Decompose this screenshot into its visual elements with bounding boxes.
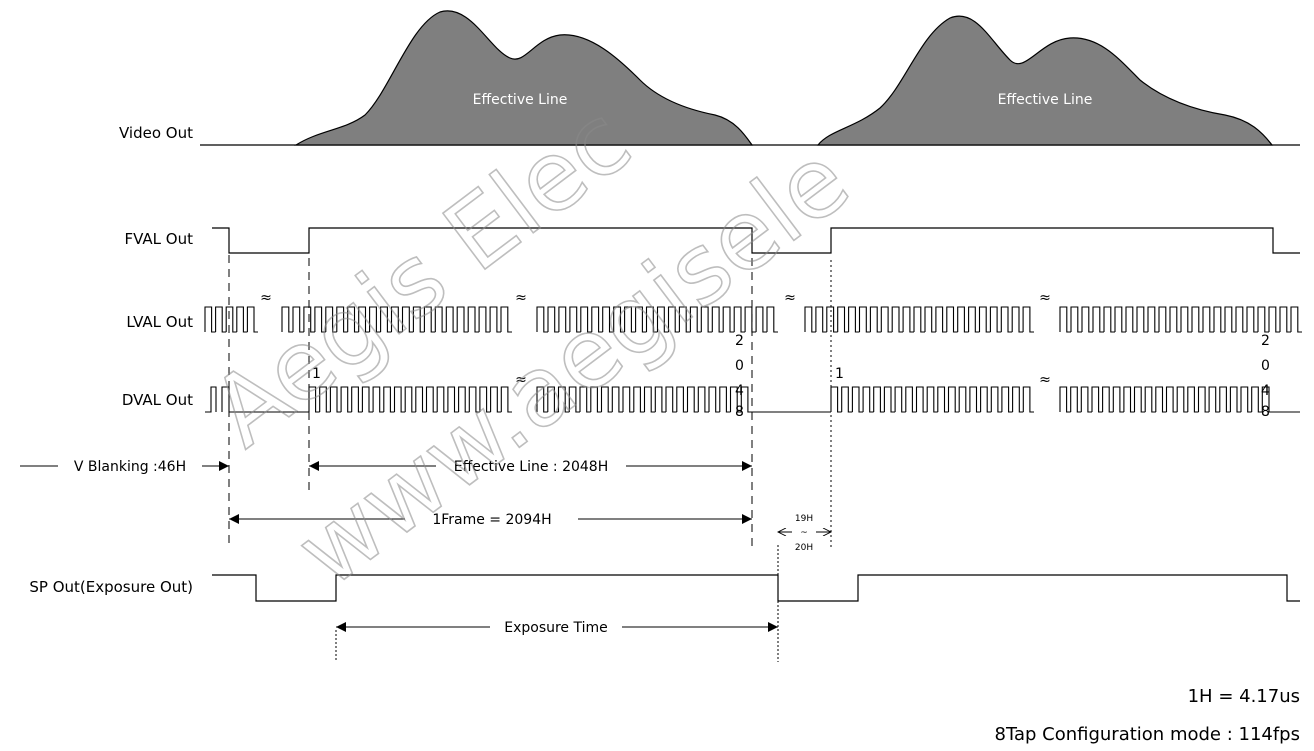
dval-first-line-1: 1 <box>312 366 321 382</box>
video-out-signal: Effective Line Effective Line <box>200 10 1300 146</box>
sp-out-signal <box>212 574 1300 602</box>
last-line-digit: 2 <box>735 333 744 349</box>
lval-pulses <box>1059 306 1302 333</box>
one-h-note: 1H = 4.17us <box>1188 686 1300 707</box>
mode-note: 8Tap Configuration mode : 114fps <box>995 724 1301 745</box>
gap-label-mid: ~ <box>800 528 808 538</box>
last-line-digit: 8 <box>1261 404 1270 420</box>
dval-break-1: ≈ <box>515 372 527 388</box>
video-out-label: Video Out <box>119 124 193 142</box>
lval-out-label: LVAL Out <box>126 313 193 331</box>
effective-line-label-1: Effective Line <box>473 92 568 108</box>
watermark: Aegis Elec www.aegisele <box>191 83 870 609</box>
last-line-digit: 2 <box>1261 333 1270 349</box>
lval-break-1: ≈ <box>260 290 272 306</box>
last-line-number-1: 2 0 4 8 <box>735 333 744 420</box>
last-line-digit: 8 <box>735 404 744 420</box>
lval-break-2: ≈ <box>515 290 527 306</box>
last-line-digit: 4 <box>1261 383 1270 399</box>
gap-label-bottom: 20H <box>795 543 813 553</box>
gap-dimension: 19H ~ 20H <box>778 514 831 553</box>
guide-lines <box>228 230 832 662</box>
dval-first-line-2: 1 <box>835 366 844 382</box>
last-line-digit: 0 <box>735 358 744 374</box>
last-line-digit: 0 <box>1261 358 1270 374</box>
break-marks: ≈ ≈ ≈ ≈ ≈ ≈ <box>260 290 1051 388</box>
dval-pulses <box>830 386 1034 413</box>
last-line-digit: 4 <box>735 383 744 399</box>
dval-out-signal <box>205 386 1300 413</box>
exposure-time-label: Exposure Time <box>504 620 608 636</box>
v-blanking-label: V Blanking :46H <box>74 459 186 475</box>
effective-line-dimension: Effective Line : 2048H <box>309 459 752 475</box>
frame-label: 1Frame = 2094H <box>432 512 551 528</box>
video-wave-1 <box>293 10 754 146</box>
gap-label-top: 19H <box>795 514 813 524</box>
dval-out-label: DVAL Out <box>122 391 193 409</box>
lval-pulses <box>804 306 1034 333</box>
exposure-time-dimension: Exposure Time <box>336 620 778 636</box>
lval-break-3: ≈ <box>784 290 796 306</box>
frame-dimension: 1Frame = 2094H <box>229 512 752 528</box>
fval-out-label: FVAL Out <box>124 230 193 248</box>
dval-pulses <box>536 386 831 413</box>
dval-pulses <box>1059 386 1300 413</box>
v-blanking-dimension: V Blanking :46H <box>20 459 229 475</box>
lval-pulses <box>281 306 512 333</box>
dval-break-2: ≈ <box>1039 372 1051 388</box>
fval-out-signal <box>212 227 1300 254</box>
effective-line-label-2: Effective Line <box>998 92 1093 108</box>
sp-out-label: SP Out(Exposure Out) <box>29 578 193 596</box>
lval-pulses <box>204 306 258 333</box>
lval-break-4: ≈ <box>1039 290 1051 306</box>
effective-line-dimension-label: Effective Line : 2048H <box>454 459 608 475</box>
dval-pulses <box>308 386 512 413</box>
video-wave-2 <box>816 15 1274 146</box>
last-line-number-2: 2 0 4 8 <box>1261 333 1270 420</box>
